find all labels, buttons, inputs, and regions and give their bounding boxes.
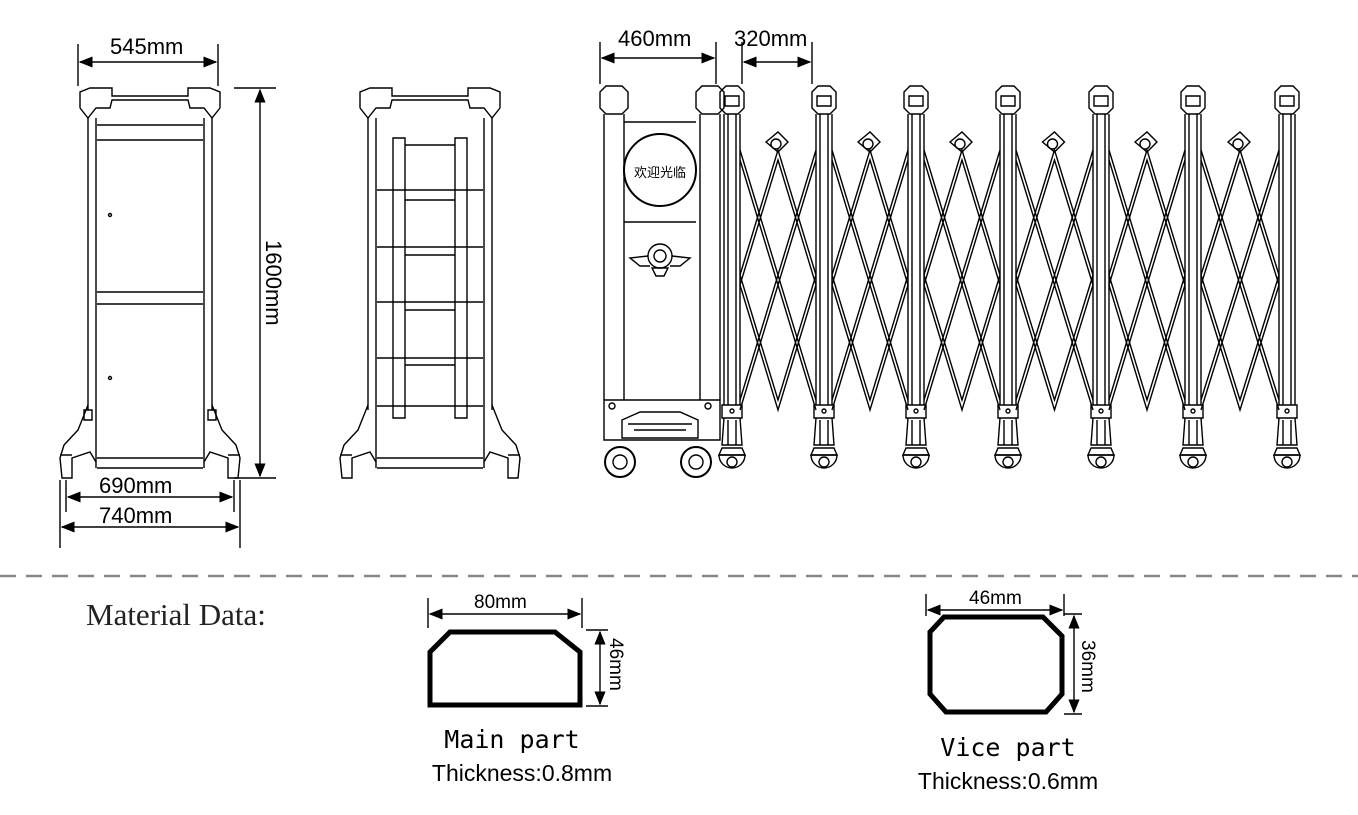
vice-part-profile: 46mm 36mm Vice part Thickness:0.6mm [918,588,1098,794]
vice-part-thickness: Thickness:0.6mm [918,768,1098,794]
welcome-sign-text: 欢迎光临 [634,166,686,181]
head-width-label: 460mm [618,26,691,51]
vice-part-name: Vice part [940,733,1075,762]
scissor-segment [1200,131,1280,413]
main-part-thickness: Thickness:0.8mm [432,760,612,786]
main-part-name: Main part [444,725,579,754]
scissor-segment [739,131,817,413]
gate-post [809,85,839,469]
scissor-lattice [739,131,1280,413]
gate-posts [717,85,1302,469]
gate-post [717,85,747,469]
side-view [339,87,521,479]
height-label: 1600mm [261,240,286,326]
gate-post [1178,85,1208,469]
emblem-icon [628,243,692,277]
gate-dimensions: 460mm 320mm [599,26,813,84]
gate-post [1086,85,1116,469]
scissor-segment [1108,131,1186,413]
vice-part-width-label: 46mm [969,588,1022,609]
front-top-width-label: 545mm [110,34,183,59]
outer-base-label: 740mm [99,503,172,528]
welcome-sign [623,133,697,207]
extended-gate: 欢迎光临 [599,85,1302,478]
main-part-height-label: 46mm [605,638,626,691]
scissor-segment [923,131,1001,413]
material-data-title: Material Data: [86,597,266,632]
main-part-width-label: 80mm [474,592,527,613]
front-dimensions: 545mm 1600mm 690mm 740mm [59,34,286,548]
front-view [59,87,241,479]
inner-base-label: 690mm [99,473,172,498]
gate-post [901,85,931,469]
gate-post [1272,85,1302,469]
main-part-profile: 80mm 46mm Main part Thickness:0.8mm [427,592,626,786]
vice-part-height-label: 36mm [1077,640,1098,693]
scissor-segment [1015,131,1094,413]
scissor-segment [831,131,909,413]
gate-post [993,85,1023,469]
segment-spacing-label: 320mm [734,26,807,51]
